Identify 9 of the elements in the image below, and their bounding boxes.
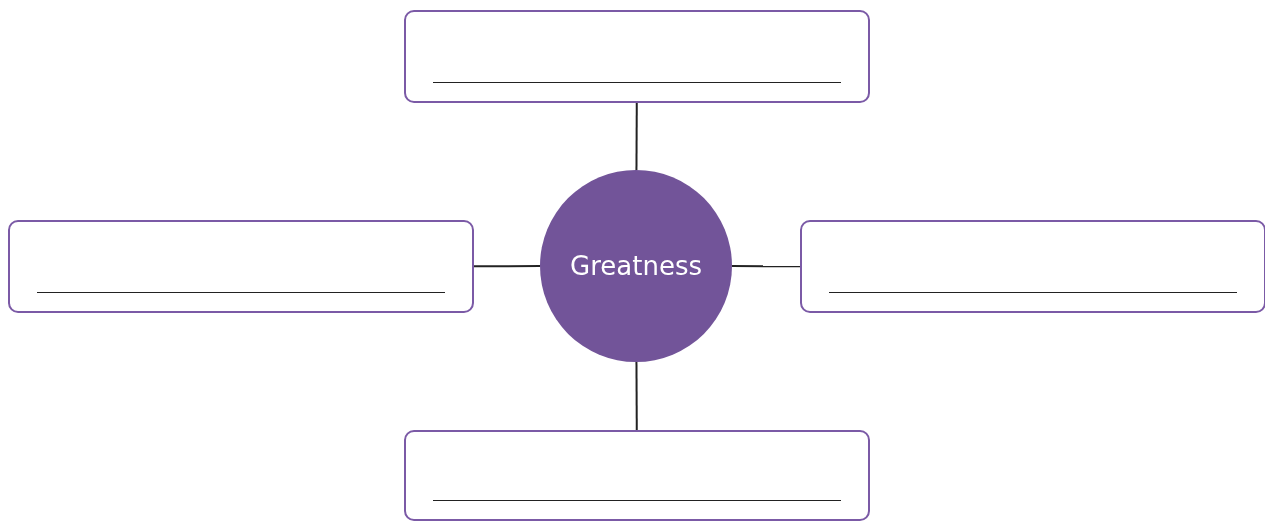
answer-box — [800, 220, 1265, 313]
answer-box — [404, 430, 870, 521]
connector-line — [731, 265, 801, 268]
topic-circle: Greatness — [540, 170, 732, 362]
connector-line — [635, 361, 638, 431]
connector-line — [473, 265, 541, 268]
answer-box — [404, 10, 870, 103]
connector-line — [635, 102, 638, 171]
answer-box — [8, 220, 474, 313]
